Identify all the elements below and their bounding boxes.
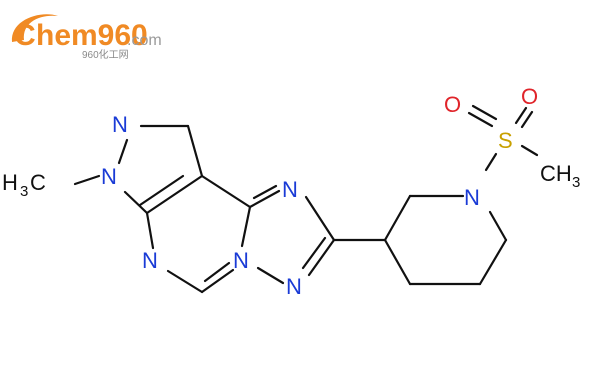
bond	[200, 174, 252, 209]
methyl-h: H	[2, 170, 18, 195]
atom-n-triazole-top: N	[282, 177, 298, 202]
ch3-subscript: 3	[572, 174, 580, 191]
bond	[145, 211, 155, 250]
bond	[166, 269, 204, 294]
bond	[203, 261, 231, 283]
logo-swoosh-icon	[11, 14, 59, 42]
bond	[484, 152, 498, 172]
bond	[520, 110, 534, 129]
bond	[123, 190, 149, 215]
bond	[301, 236, 327, 270]
bond	[138, 174, 185, 207]
bond	[304, 195, 336, 242]
logo-letter-c: C	[14, 19, 36, 52]
bond	[467, 111, 494, 128]
bond	[73, 174, 101, 186]
methyl-group: H 3 C	[2, 170, 46, 200]
bond	[307, 238, 336, 277]
ch3-ch: CH	[540, 161, 572, 186]
bond	[252, 184, 278, 200]
bond	[383, 238, 412, 286]
bond-layer	[73, 104, 539, 294]
site-logo[interactable]: C hem960 .com 960化工网	[11, 14, 162, 61]
atom-n-piperidine: N	[464, 185, 480, 210]
bond	[488, 210, 508, 242]
atom-labels: N N H 3 C N N N N N S O O CH 3	[2, 84, 580, 299]
logo-dotcom: .com	[127, 32, 162, 49]
bond	[471, 104, 498, 121]
sulfonyl-methyl-group: CH 3	[540, 161, 580, 191]
atom-n-triazole-bottom: N	[286, 274, 302, 299]
bond	[200, 268, 235, 294]
atom-o-left: O	[444, 92, 461, 117]
bond	[256, 266, 285, 285]
bond	[514, 106, 528, 125]
bond	[520, 144, 539, 157]
methyl-subscript: 3	[20, 183, 28, 200]
bond	[145, 174, 204, 215]
logo-subtitle: 960化工网	[82, 48, 129, 61]
atom-n-pyrimidine: N	[142, 248, 158, 273]
atom-n-pyrazole-methyl: N	[101, 164, 117, 189]
bond	[478, 238, 508, 286]
bond	[240, 205, 252, 248]
atom-s-sulfonyl: S	[498, 128, 513, 153]
atom-o-right: O	[521, 84, 538, 109]
bond	[248, 189, 281, 209]
atom-n-pyrazole-top: N	[112, 112, 128, 137]
bond	[186, 124, 204, 178]
bond	[383, 194, 412, 242]
bond	[117, 138, 129, 165]
methyl-c: C	[30, 170, 46, 195]
logo-wordmark: hem960	[36, 19, 148, 52]
atom-n-triazole-fused: N	[233, 248, 249, 273]
